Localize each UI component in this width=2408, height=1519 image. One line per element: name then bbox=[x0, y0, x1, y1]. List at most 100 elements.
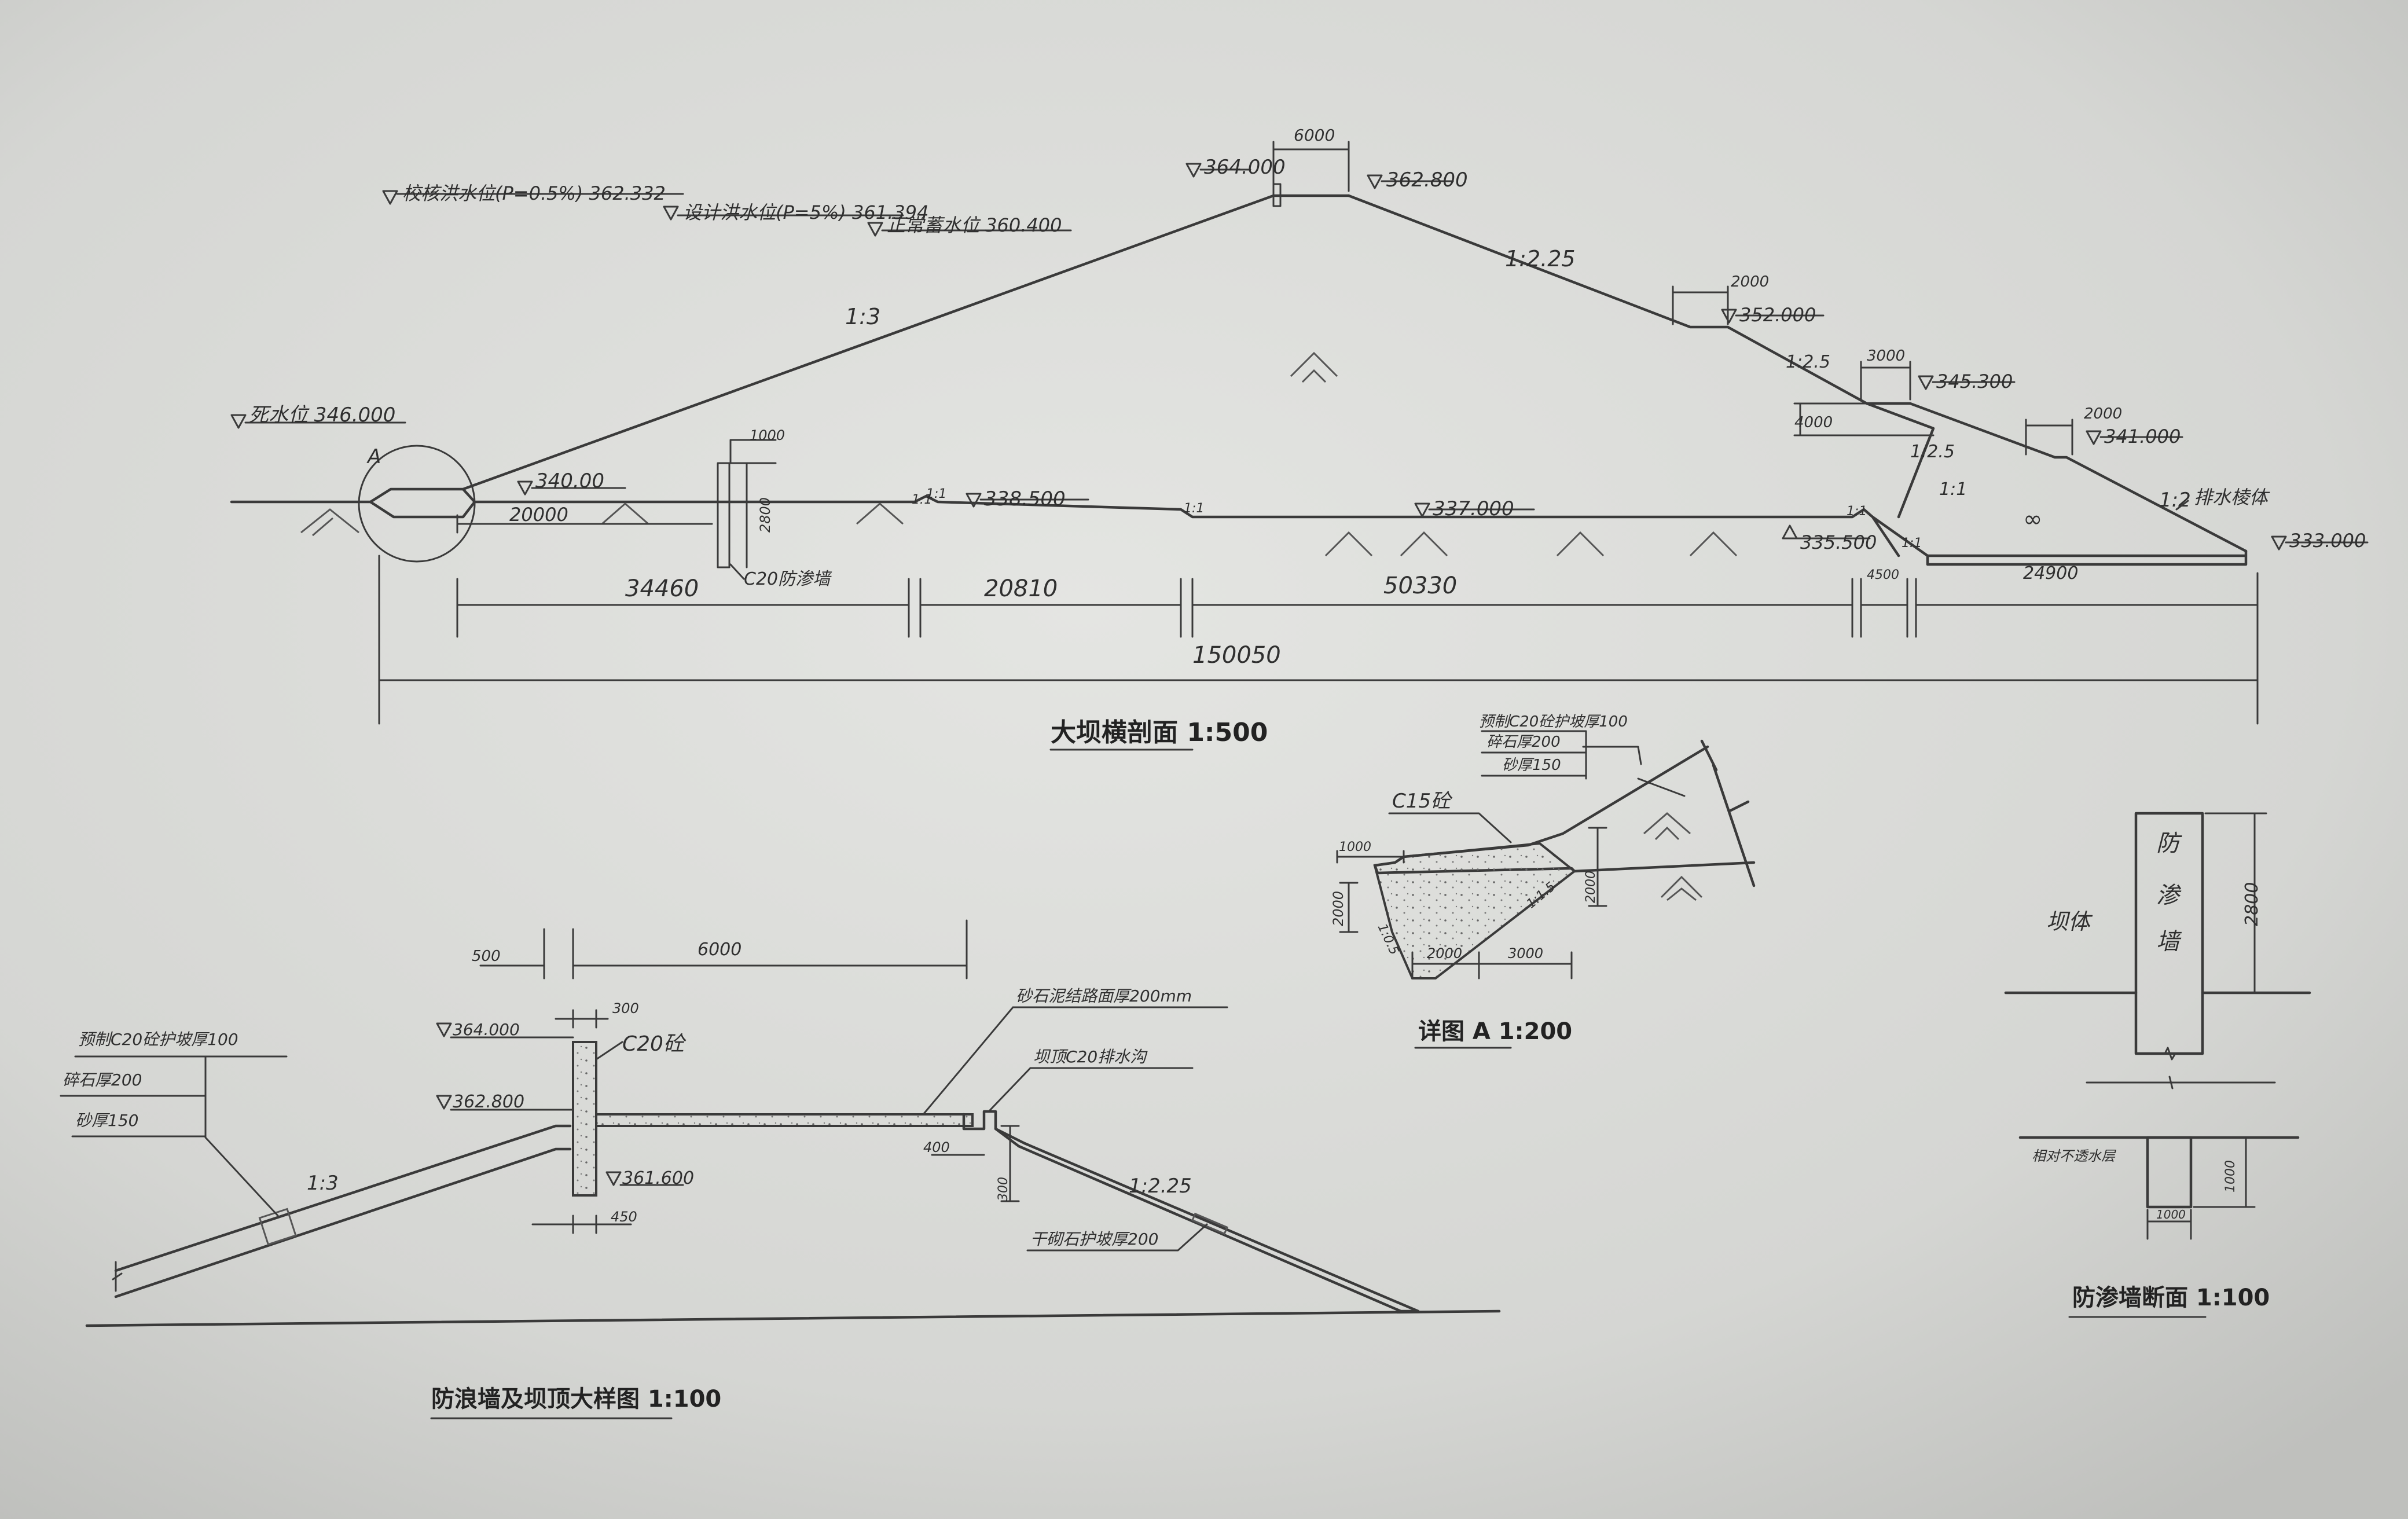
crest-detail-riprap-hatch bbox=[1191, 1212, 1228, 1235]
berm-2-elevation: 345.300 bbox=[1936, 370, 2013, 392]
crest-wall-concrete-leader bbox=[595, 1041, 623, 1061]
crest-elev: 362.800 bbox=[453, 1092, 524, 1112]
detail-a-bottom-dim-line bbox=[1411, 951, 1573, 979]
crest-riprap-leader bbox=[1026, 1223, 1208, 1252]
crest-upstream-slope: 1:3 bbox=[307, 1172, 339, 1195]
seg-5-dim: 24900 bbox=[2023, 563, 2078, 584]
crest-detail-layer-hatch bbox=[258, 1208, 297, 1246]
drainage-label: 排水棱体 bbox=[2194, 486, 2270, 508]
crest-dim-450: 450 bbox=[611, 1209, 637, 1225]
detail-a-concrete-leader bbox=[1388, 812, 1512, 843]
crest-dim-400: 400 bbox=[923, 1139, 950, 1155]
cutoff-wall-break bbox=[2164, 1047, 2176, 1061]
detail-a-marker: A bbox=[366, 445, 381, 468]
detail-a-concrete-label: C15砼 bbox=[1392, 790, 1453, 813]
outer-toe-slope-label: 1:2 bbox=[2159, 489, 2191, 512]
crest-gutter-leader bbox=[989, 1067, 1194, 1111]
detail-a-left-dim-line bbox=[1339, 882, 1359, 933]
crest-left-elevation: 364.000 bbox=[1204, 156, 1286, 179]
inner-toe-slope-label: 1:1 bbox=[1939, 479, 1967, 500]
cutoff-key-width-line bbox=[2146, 1209, 2192, 1240]
crest-detail-break-left bbox=[112, 1261, 123, 1292]
crest-width-dim: 6000 bbox=[1294, 126, 1335, 145]
ground-elevation-2: 337.000 bbox=[1433, 497, 1514, 520]
main-dam-section: 364.000 362.800 校核洪水位(P=0.5%) 362.332 设计… bbox=[230, 126, 2369, 751]
upstream-slope bbox=[369, 194, 1275, 504]
crest-detail-downstream-slope bbox=[994, 1127, 1420, 1313]
cutoff-wall-char-2: 渗 bbox=[2156, 882, 2182, 909]
crest-detail-bottom-dim bbox=[531, 1215, 632, 1234]
crest-detail-elevation-leaders bbox=[450, 1036, 684, 1186]
normal-pool-elevation: 正常蓄水位 360.400 bbox=[887, 214, 1062, 236]
dead-pool-elevation: 死水位 346.000 bbox=[249, 403, 395, 427]
berm-3-elevation: 341.000 bbox=[2104, 425, 2181, 447]
step-slope-mark-4: 1:1 bbox=[1902, 536, 1922, 551]
crest-dim-300b: 300 bbox=[996, 1177, 1011, 1201]
seg-1-dim: 34460 bbox=[625, 575, 699, 602]
crest-detail-pavement bbox=[595, 1113, 974, 1127]
detail-a-right-dim: 2000 bbox=[1584, 871, 1598, 903]
cutoff-wall-char-1: 防 bbox=[2156, 830, 2182, 857]
detail-a-layer-leaders bbox=[1481, 730, 1686, 797]
downstream-slope bbox=[1347, 194, 2248, 553]
berm-1-elevation: 352.000 bbox=[1739, 304, 1816, 326]
cutoff-wall-char-3: 墙 bbox=[2156, 929, 2182, 955]
detail-a: 预制C20砼护坡厚100 碎石厚200 砂厚150 C15砼 1000 2000… bbox=[1330, 713, 1756, 1049]
cutoff-key bbox=[2146, 1136, 2193, 1209]
crest-layer-1: 预制C20砼护坡厚100 bbox=[78, 1030, 238, 1049]
downstream-slope-label-3: 1:2.5 bbox=[1910, 442, 1955, 462]
elevation-markers bbox=[230, 163, 2287, 551]
crest-detail-upstream-slope bbox=[114, 1124, 572, 1298]
crest-wall-bottom-elev: 361.600 bbox=[622, 1168, 694, 1188]
cutoff-dam-body-label: 坝体 bbox=[2046, 909, 2093, 934]
elevation-leaders bbox=[244, 168, 2369, 544]
cutoff-width-dim: 1000 bbox=[750, 427, 785, 443]
detail-a-top-dim: 1000 bbox=[1339, 840, 1371, 854]
cutoff-break-line bbox=[2086, 1076, 2276, 1089]
crest-riprap-label: 干砌石护坡厚200 bbox=[1030, 1230, 1158, 1249]
crest-detail-elevation-markers bbox=[436, 1022, 622, 1186]
crest-detail-title: 防浪墙及坝顶大样图 1:100 bbox=[431, 1386, 721, 1412]
detail-a-bottom-dim-1: 2000 bbox=[1427, 945, 1462, 962]
main-dimension-lines bbox=[378, 141, 2259, 725]
ground-hatch bbox=[300, 351, 1738, 557]
detail-a-concrete-toe bbox=[1373, 842, 1577, 979]
toe-base-elevation: 335.500 bbox=[1800, 531, 1877, 553]
crest-gutter-label: 坝顶C20排水沟 bbox=[1033, 1047, 1148, 1066]
downstream-slope-label-2: 1:2.5 bbox=[1786, 352, 1830, 372]
cutoff-base-label: 相对不透水层 bbox=[2032, 1148, 2117, 1164]
crest-detail-base-line bbox=[85, 1309, 1501, 1327]
crest-wall-concrete: C20砼 bbox=[622, 1032, 687, 1056]
detail-a-title: 详图 A 1:200 bbox=[1418, 1018, 1572, 1045]
drainage-leader bbox=[2175, 500, 2189, 511]
design-flood-elevation: 设计洪水位(P=5%) 361.394 bbox=[683, 201, 928, 223]
cutoff-section-title: 防渗墙断面 1:100 bbox=[2072, 1285, 2270, 1311]
total-dim: 150050 bbox=[1192, 642, 1281, 669]
drainage-prism bbox=[1865, 402, 2248, 566]
downstream-slope-label-1: 1:2.25 bbox=[1505, 246, 1576, 271]
detail-a-layer-3: 砂厚150 bbox=[1502, 757, 1561, 774]
cutoff-height-dim-line bbox=[2204, 812, 2267, 994]
cutoff-key-width: 1000 bbox=[2156, 1208, 2186, 1221]
main-section-title: 大坝横剖面 1:500 bbox=[1051, 718, 1268, 747]
toe-height-dim: 4000 bbox=[1794, 414, 1833, 431]
step-slope-mark-3: 1:1 bbox=[1847, 504, 1867, 519]
upstream-slope-label: 1:3 bbox=[845, 304, 880, 329]
detail-a-circle bbox=[358, 445, 476, 563]
detail-a-right-dim-line bbox=[1588, 827, 1607, 907]
detail-a-top-dim-line bbox=[1336, 850, 1405, 864]
cutoff-wall-label: C20防渗墙 bbox=[744, 569, 832, 589]
crest-detail-top-dims bbox=[479, 919, 968, 979]
parapet-wall-mark bbox=[1272, 183, 1282, 207]
crest-wall-top-elev: 364.000 bbox=[453, 1020, 520, 1039]
detail-a-left-dim: 2000 bbox=[1330, 891, 1346, 926]
detail-a-layer-1: 预制C20砼护坡厚100 bbox=[1479, 713, 1628, 731]
drain-symbol: ∞ bbox=[2023, 506, 2042, 533]
seg-2-dim: 20810 bbox=[984, 575, 1058, 602]
step-slope-mark-2: 1:1 bbox=[1184, 501, 1204, 516]
crest-detail-parapet-wall bbox=[572, 1041, 597, 1197]
crest-dim-500: 500 bbox=[472, 948, 501, 965]
crest-downstream-slope: 1:2.25 bbox=[1129, 1175, 1192, 1198]
step-slope-mark-1: 1:1 bbox=[912, 493, 932, 507]
